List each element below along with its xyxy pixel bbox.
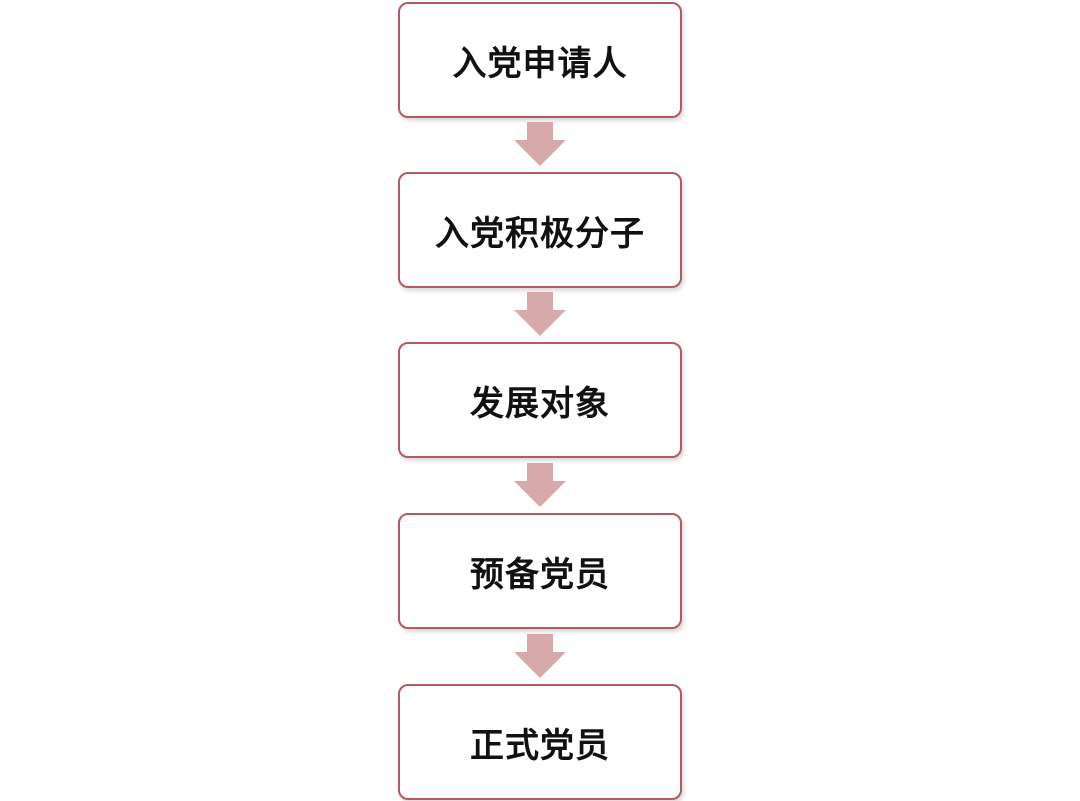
step-box-applicant: 入党申请人 xyxy=(398,2,682,118)
step-label: 预备党员 xyxy=(470,554,610,595)
down-arrow-icon xyxy=(514,463,566,507)
step-box-activist: 入党积极分子 xyxy=(398,172,682,288)
step-box-probationary-member: 预备党员 xyxy=(398,513,682,629)
step-label: 入党积极分子 xyxy=(435,213,645,254)
step-box-development-target: 发展对象 xyxy=(398,342,682,458)
step-label: 入党申请人 xyxy=(452,43,628,84)
step-label: 正式党员 xyxy=(470,725,610,766)
down-arrow-icon xyxy=(514,634,566,678)
down-arrow-icon xyxy=(514,292,566,336)
step-label: 发展对象 xyxy=(470,383,610,424)
down-arrow-icon xyxy=(514,122,566,166)
step-box-full-member: 正式党员 xyxy=(398,684,682,800)
